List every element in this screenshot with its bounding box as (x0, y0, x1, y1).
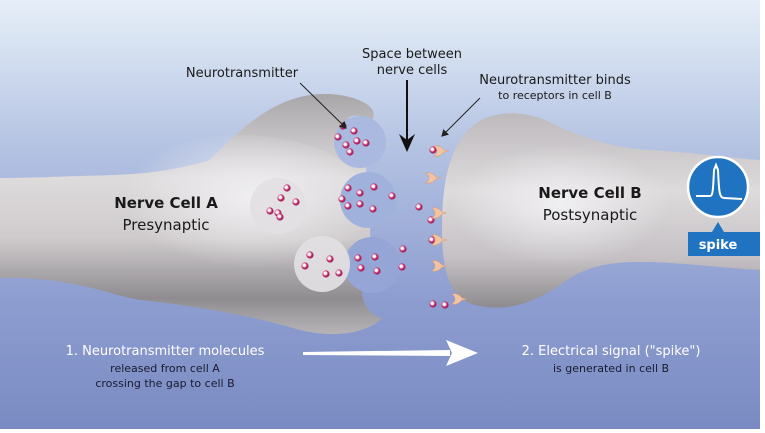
spike-waveform-icon (696, 162, 743, 200)
neurotransmitter-molecule (335, 269, 343, 277)
nerve-cell-a (0, 93, 400, 335)
neurotransmitter-molecule (276, 213, 284, 221)
neurotransmitter-molecule (369, 205, 377, 213)
neurotransmitter-molecule (277, 194, 285, 202)
neurotransmitter-molecule (399, 245, 407, 253)
cell-a-type: Presynaptic (122, 216, 209, 234)
binds-pointer (441, 97, 481, 137)
label-space-line2: nerve cells (377, 63, 448, 78)
spike-tag-pointer (712, 222, 724, 232)
step2-title: 2. Electrical signal ("spike") (522, 344, 701, 359)
label-space-line1: Space between (362, 47, 462, 62)
space-down-arrow (399, 80, 415, 152)
neurotransmitter-molecule (301, 262, 309, 270)
nerve-cell-b (442, 113, 760, 308)
spike-circle (686, 155, 750, 219)
neurotransmitter-molecule (371, 253, 379, 261)
neurotransmitter-molecule (356, 189, 364, 197)
neurotransmitter-molecule (338, 195, 346, 203)
neurotransmitter-molecule (346, 148, 354, 156)
spike-tag (688, 232, 760, 256)
label-binds-line1: Neurotransmitter binds (479, 73, 631, 88)
neurotransmitter-molecule (373, 267, 381, 275)
neurotransmitter-molecule (306, 251, 314, 259)
neurotransmitter-molecule (339, 122, 347, 130)
step1-line3: crossing the gap to cell B (95, 377, 234, 390)
neurotransmitter-molecule (283, 184, 291, 192)
vesicle (250, 178, 306, 234)
receptor (451, 293, 468, 305)
neurotransmitter-molecule (266, 207, 274, 215)
neurotransmitter-molecule (370, 183, 378, 191)
neurotransmitter-molecule (322, 270, 330, 278)
neurotransmitter-molecule (428, 236, 436, 244)
receptors (425, 145, 468, 305)
receptor (431, 207, 448, 219)
synaptic-pocket (344, 237, 400, 293)
receptor (431, 260, 448, 272)
label-neurotransmitter: Neurotransmitter (186, 66, 299, 81)
spike-indicator: spike (686, 155, 760, 256)
neurotransmitter-molecule (441, 301, 449, 309)
cell-b-name: Nerve Cell B (538, 184, 641, 202)
vesicle (294, 236, 350, 292)
receptor (433, 145, 450, 157)
receptor (431, 234, 448, 246)
neurotransmitter-molecule (326, 255, 334, 263)
step2-line2: is generated in cell B (553, 362, 669, 375)
neurotransmitter-molecule (354, 254, 362, 262)
neurotransmitter-molecule (292, 198, 300, 206)
neurotransmitter-molecule (353, 137, 361, 145)
neurotransmitter-molecule (429, 300, 437, 308)
neurotransmitter-molecule (429, 146, 437, 154)
cell-b-type: Postsynaptic (543, 206, 638, 224)
label-binds-line2: to receptors in cell B (498, 89, 612, 102)
process-arrow (303, 340, 478, 366)
cell-a-name: Nerve Cell A (114, 194, 218, 212)
neurotransmitter-molecule (356, 200, 364, 208)
neurotransmitter-molecule (342, 141, 350, 149)
synaptic-pocket (340, 172, 396, 228)
neurotransmitter-molecules (266, 122, 449, 309)
step1-line2: released from cell A (110, 362, 220, 375)
neurotransmitter-molecule (398, 263, 406, 271)
neurotransmitter-molecule (357, 264, 365, 272)
neurotransmitter-molecule (388, 192, 396, 200)
receptor (425, 172, 442, 184)
neurotransmitter-molecule (344, 202, 352, 210)
spike-tag-label: spike (699, 238, 738, 253)
neurotransmitter-molecule (344, 184, 352, 192)
neurotransmitter-molecule (334, 133, 342, 141)
neurotransmitter-molecule (415, 203, 423, 211)
neurotransmitter-molecule (350, 127, 358, 135)
neurotransmitter-molecule (362, 139, 370, 147)
neurotransmitter-pointer (299, 82, 347, 129)
step1-title: 1. Neurotransmitter molecules (66, 344, 265, 359)
